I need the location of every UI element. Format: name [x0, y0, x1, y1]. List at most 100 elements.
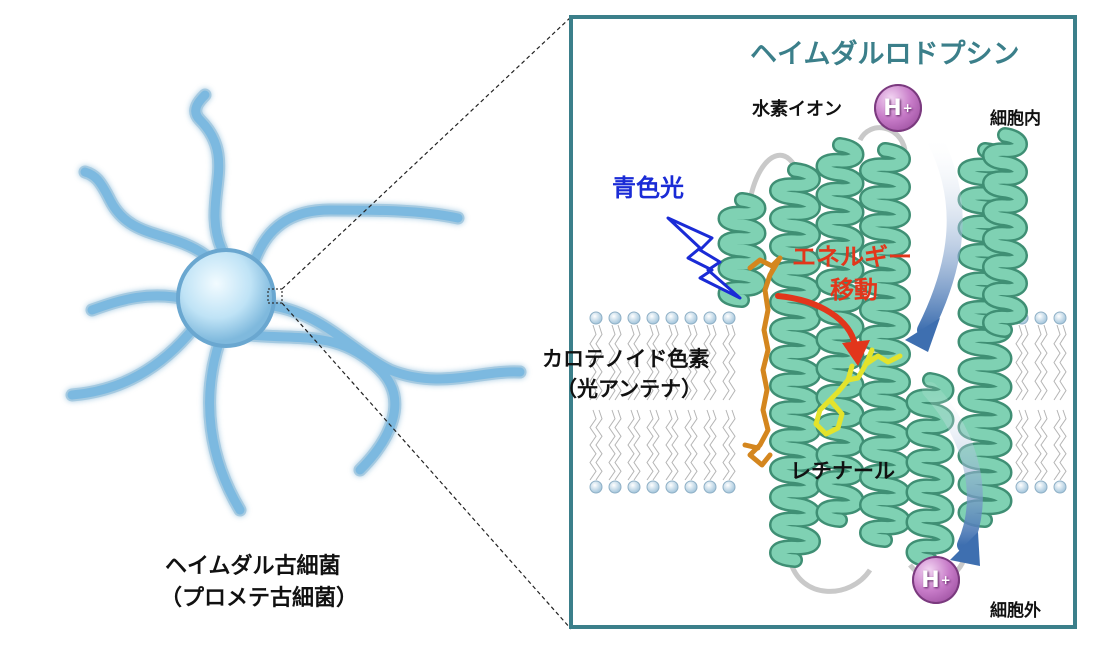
lipid-tail — [1021, 324, 1029, 401]
zoom-guide-bottom — [281, 302, 572, 630]
energy-transfer-label: エネルギー — [792, 243, 912, 271]
lipid-tail — [595, 409, 603, 481]
lipid-tail — [665, 324, 673, 401]
carotenoid-sub-label: （光アンテナ） — [556, 377, 703, 401]
lipid-tail — [608, 324, 616, 401]
lipid-tail — [722, 409, 730, 481]
lipid-head — [722, 480, 736, 494]
energy-transfer-arrow — [775, 293, 870, 366]
hydrogen-ion-top: H+ — [874, 84, 922, 132]
lipid-head — [684, 311, 698, 325]
lipid-head — [646, 480, 660, 494]
lipid-tail — [646, 409, 654, 481]
lipid-tail — [633, 324, 641, 401]
alpha-helix — [720, 194, 764, 306]
lipid-head — [703, 480, 717, 494]
lipid-tail — [1040, 409, 1048, 481]
zoom-box — [267, 288, 283, 304]
energy-transfer-label-2: 移動 — [830, 276, 878, 304]
lipid-head — [703, 311, 717, 325]
lipid-tail — [709, 409, 717, 481]
lipid-tail — [1059, 324, 1067, 401]
blue-light-label: 青色光 — [612, 174, 684, 202]
panel-title: ヘイムダルロドプシン — [750, 39, 1020, 70]
zoom-guide-top — [281, 16, 572, 290]
lipid-tail — [614, 409, 622, 481]
lipid-head — [1015, 480, 1029, 494]
lipid-tail — [1040, 324, 1048, 401]
alpha-helix — [818, 139, 862, 526]
lipid-tail — [671, 409, 679, 481]
lipid-tail — [703, 409, 711, 481]
lipid-tail — [1034, 409, 1042, 481]
proton-transport-arrows — [905, 132, 983, 566]
lipid-tail — [595, 324, 603, 401]
lipid-tail — [652, 324, 660, 401]
retinal-molecule — [813, 347, 903, 437]
archaeon-cell-illustration — [65, 88, 527, 517]
lipid-head — [589, 311, 603, 325]
lipid-tail — [690, 324, 698, 401]
alpha-helix — [861, 144, 909, 546]
lipid-head — [1053, 480, 1067, 494]
hydrogen-ion-label: 水素イオン — [752, 99, 842, 120]
ion-symbol: H — [883, 95, 902, 121]
lipid-tail — [627, 324, 635, 401]
ion-charge: + — [902, 101, 913, 115]
lipid-head — [722, 311, 736, 325]
lipid-head — [665, 480, 679, 494]
ion-symbol: H — [921, 567, 940, 593]
lipid-head — [608, 311, 622, 325]
lipid-tail — [633, 409, 641, 481]
lipid-tail — [614, 324, 622, 401]
lipid-tail — [1015, 324, 1023, 401]
lipid-tail — [728, 324, 736, 401]
lipid-tail — [690, 409, 698, 481]
lipid-tail — [665, 409, 673, 481]
alpha-helix — [984, 129, 1026, 336]
ion-charge: + — [940, 573, 951, 587]
intracellular-label: 細胞内 — [990, 109, 1041, 129]
carotenoid-label: カロテノイド色素 — [542, 347, 710, 371]
lipid-tail — [652, 409, 660, 481]
lipid-head — [646, 311, 660, 325]
lipid-tail — [1021, 409, 1029, 481]
lipid-bilayer — [589, 311, 1067, 494]
lipid-head — [589, 480, 603, 494]
archaeon-alt-name: （プロメテ古細菌） — [160, 586, 359, 611]
lipid-tail — [703, 324, 711, 401]
lipid-head — [1034, 480, 1048, 494]
extracellular-label: 細胞外 — [990, 601, 1041, 621]
lipid-tail — [589, 409, 597, 481]
blue-light-bolt — [666, 216, 742, 300]
lipid-tail — [709, 324, 717, 401]
lipid-tail — [1059, 409, 1067, 481]
hydrogen-ion-bottom: H+ — [912, 556, 960, 604]
lipid-head — [627, 311, 641, 325]
lipid-head — [665, 311, 679, 325]
lipid-tail — [728, 409, 736, 481]
lipid-tail — [589, 324, 597, 401]
lipid-tail — [1034, 324, 1042, 401]
lipid-tail — [627, 409, 635, 481]
lipid-tail — [684, 324, 692, 401]
archaeon-name: ヘイムダル古細菌 — [165, 554, 341, 579]
lipid-head — [1053, 311, 1067, 325]
lipid-tail — [722, 324, 730, 401]
lipid-tail — [608, 409, 616, 481]
lipid-tail — [1053, 409, 1061, 481]
lipid-tail — [684, 409, 692, 481]
lipid-head — [608, 480, 622, 494]
lipid-tail — [671, 324, 679, 401]
lipid-tail — [1053, 324, 1061, 401]
rhodopsin-panel — [569, 15, 1077, 629]
lipid-tail — [646, 324, 654, 401]
alpha-helix — [771, 164, 819, 566]
lipid-head — [1034, 311, 1048, 325]
carotenoid-molecule — [742, 255, 783, 468]
lipid-head — [684, 480, 698, 494]
retinal-label: レチナール — [790, 459, 895, 483]
lipid-head — [627, 480, 641, 494]
lipid-tail — [1015, 409, 1023, 481]
